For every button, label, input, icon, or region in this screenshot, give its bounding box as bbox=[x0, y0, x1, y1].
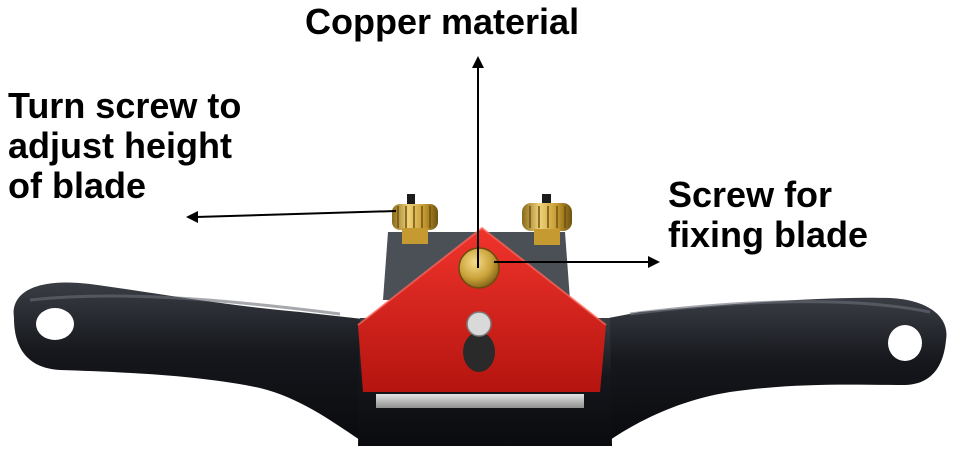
turn-screw-label-line: of blade bbox=[8, 165, 147, 206]
right-adjust-screw bbox=[522, 194, 572, 245]
turn-screw-label-line: adjust height bbox=[8, 125, 232, 166]
blade-fixing-screw bbox=[463, 311, 495, 372]
blade bbox=[376, 394, 584, 408]
red-cap-plate bbox=[358, 228, 606, 392]
fixing-screw-label-line: Screw for bbox=[668, 174, 833, 215]
turn-screw-label: Turn screw to adjust height of blade bbox=[8, 86, 241, 206]
copper-material-label: Copper material bbox=[305, 1, 580, 42]
left-hanging-hole bbox=[36, 308, 74, 340]
fixing-screw-label: Screw for fixing blade bbox=[668, 175, 868, 255]
turn-screw-label-line: Turn screw to bbox=[8, 85, 242, 126]
left-adjust-screw bbox=[392, 194, 438, 244]
fixing-screw-label-line: fixing blade bbox=[668, 214, 869, 255]
right-hanging-hole bbox=[888, 325, 922, 361]
annotation-arrows bbox=[186, 56, 660, 268]
